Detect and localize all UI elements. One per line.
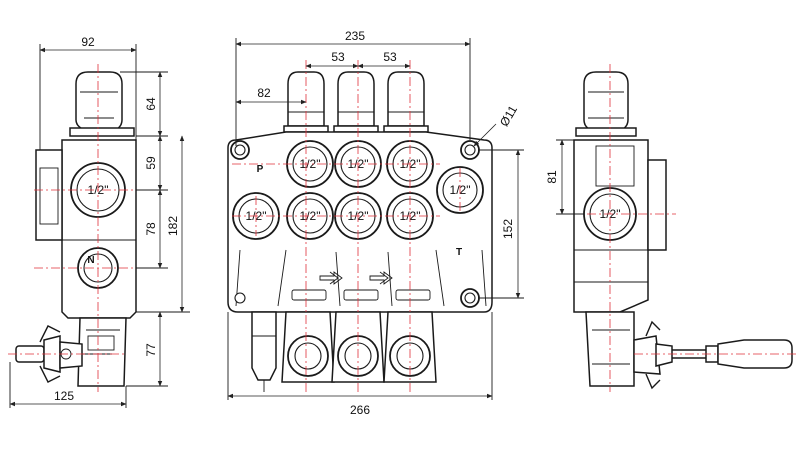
pressure-port-label: P (257, 164, 264, 175)
dim-port-spacing-top: 59 (144, 156, 158, 170)
flow-arrow-1 (319, 271, 343, 285)
dim-overall-width: 235 (345, 29, 365, 43)
spool-cap-2 (333, 71, 379, 133)
flow-arrow-2 (369, 271, 393, 285)
svg-text:1/2": 1/2" (300, 209, 321, 223)
dim-port-spacing-mid: 78 (144, 222, 158, 236)
port-a1: 1/2" (286, 140, 334, 188)
spool-cap-3 (383, 71, 429, 133)
dim-right-port-height: 81 (545, 170, 559, 184)
svg-text:1/2": 1/2" (300, 157, 321, 171)
dim-left-total: 182 (166, 216, 180, 236)
dim-first-spool-offset: 82 (257, 86, 271, 100)
dim-spool-pitch-1: 53 (331, 50, 345, 64)
port-b1: 1/2" (286, 192, 334, 240)
lower-spool-1 (281, 311, 335, 383)
neutral-port-label: N (87, 255, 94, 266)
dim-base-width: 266 (350, 403, 370, 417)
dim-handle-width: 125 (54, 389, 74, 403)
right-side-view: 1/2" 81 (545, 64, 796, 392)
front-view: P T 1/2" 1/2" 1/2" 1/2" 1/2" 1/2" (227, 29, 524, 417)
dim-left-width: 92 (81, 35, 95, 49)
dim-spool-pitch-2: 53 (383, 50, 397, 64)
dim-handle-height: 77 (144, 343, 158, 357)
tank-port-label: T (456, 247, 462, 258)
dim-mount-height: 152 (501, 219, 515, 239)
dim-hole-diameter: Ø11 (497, 103, 520, 129)
dim-cap-height: 64 (144, 97, 158, 111)
left-side-view: 1/2" N 92 (8, 35, 190, 408)
